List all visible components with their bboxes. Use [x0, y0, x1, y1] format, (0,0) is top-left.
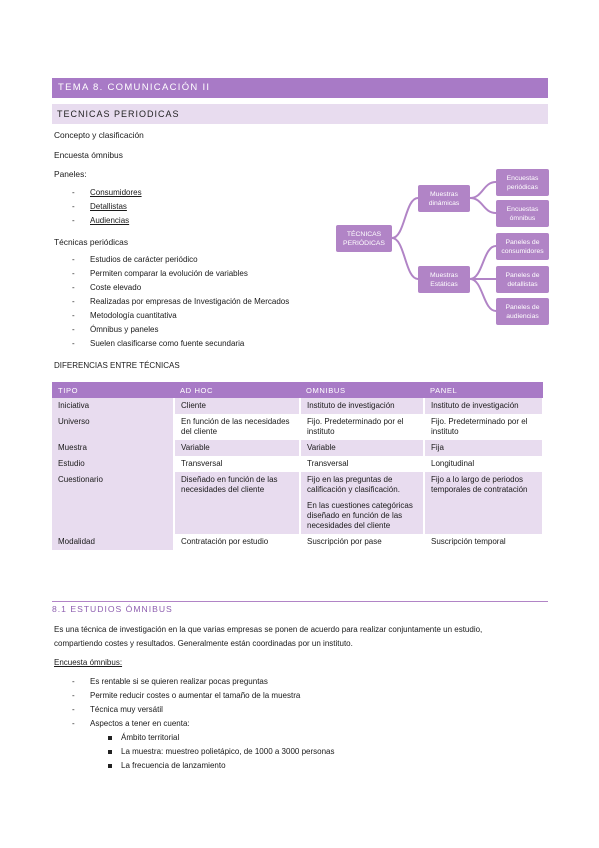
column-header: AD HOC — [174, 382, 300, 398]
column-header: TIPO — [52, 382, 174, 398]
tecnicas-label: Técnicas periódicas — [54, 237, 129, 247]
sub-list-item: La frecuencia de lanzamiento — [108, 759, 226, 773]
cuestionario-omnibus-cell: Fijo en las preguntas de calificación y … — [300, 472, 425, 534]
diagram-leaf: Paneles de detallistas — [496, 266, 549, 293]
diagram-leaf: Encuestas periódicas — [496, 169, 549, 196]
encuesta-heading: Encuesta ómnibus — [54, 150, 123, 160]
estudios-paragraph-line1: Es una técnica de investigación en la qu… — [54, 625, 483, 634]
chapter-title: TEMA 8. COMUNICACIÓN II — [58, 82, 211, 93]
column-header: OMNIBUS — [300, 382, 424, 398]
diferencias-title: DIFERENCIAS ENTRE TÉCNICAS — [54, 361, 180, 370]
diagram-branch-estaticas: Muestras Estáticas — [418, 266, 470, 293]
square-bullet-icon — [108, 763, 112, 768]
table-row: Cuestionario Diseñado en función de las … — [52, 472, 544, 534]
diagram-branch-dinamicas: Muestras dinámicas — [418, 185, 470, 212]
column-header: PANEL — [424, 382, 543, 398]
estudios-paragraph-line2: compartiendo costes y resultados. Genera… — [54, 639, 353, 648]
table-header-row: TIPO AD HOC OMNIBUS PANEL — [52, 382, 543, 398]
encuesta-omnibus-label: Encuesta ómnibus: — [54, 658, 123, 667]
square-bullet-icon — [108, 749, 112, 754]
estudios-title: 8.1 ESTUDIOS ÓMNIBUS — [52, 604, 173, 614]
diagram-leaf: Encuestas ómnibus — [496, 200, 549, 227]
sub-list-item: La muestra: muestreo polietápico, de 100… — [108, 745, 334, 759]
sub-list-item: Ámbito territorial — [108, 731, 179, 745]
diferencias-table: TIPO AD HOC OMNIBUS PANEL Iniciativa Cli… — [52, 382, 544, 550]
diagram-leaf: Paneles de consumidores — [496, 233, 549, 260]
table-row: Universo En función de las necesidades d… — [52, 414, 544, 440]
paneles-label: Paneles: — [54, 169, 87, 179]
section-title: TECNICAS PERIODICAS — [57, 109, 180, 119]
section-bar: TECNICAS PERIODICAS — [52, 104, 548, 124]
table-row: Iniciativa Cliente Instituto de investig… — [52, 398, 544, 414]
table-row: Estudio Transversal Transversal Longitud… — [52, 456, 544, 472]
square-bullet-icon — [108, 735, 112, 740]
diagram-root: TÉCNICAS PERIÓDICAS — [336, 225, 392, 252]
section-divider — [52, 601, 548, 602]
table-row: Modalidad Contratación por estudio Suscr… — [52, 534, 544, 550]
diagram-leaf: Paneles de audiencias — [496, 298, 549, 325]
concepto-heading: Concepto y clasificación — [54, 130, 144, 140]
table-row: Muestra Variable Variable Fija — [52, 440, 544, 456]
chapter-banner: TEMA 8. COMUNICACIÓN II — [52, 78, 548, 98]
